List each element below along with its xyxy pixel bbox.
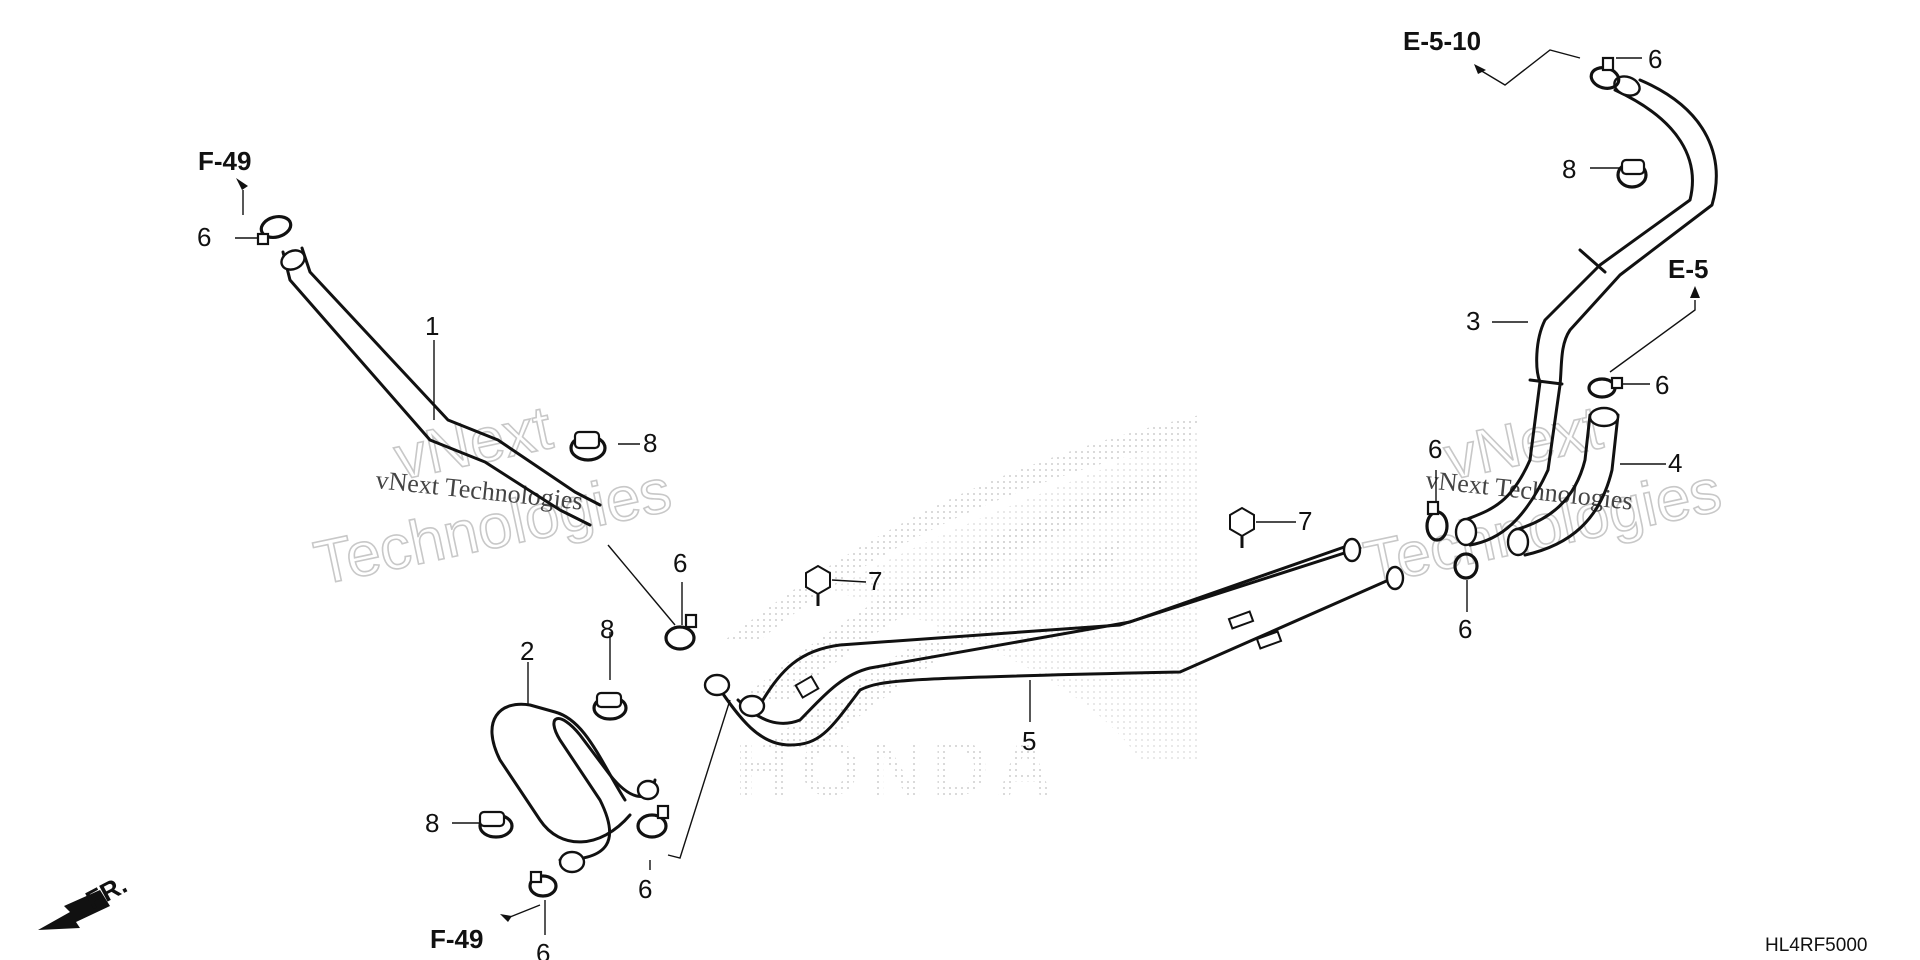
callout-2: 2 (520, 636, 534, 666)
callout-6-a: 6 (197, 222, 211, 252)
honda-wing-logo (725, 415, 1200, 760)
callout-6-c: 6 (638, 874, 652, 904)
ref-e5: E-5 (1668, 254, 1708, 298)
callout-7-b: 7 (1298, 506, 1312, 536)
callout-6-h: 6 (1458, 614, 1472, 644)
callout-8-b: 8 (600, 614, 614, 644)
callout-6-g: 6 (1428, 434, 1442, 464)
hose-part-3 (1454, 75, 1718, 547)
pipe-part-5 (703, 537, 1405, 747)
callout-8-c: 8 (425, 808, 439, 838)
callout-1: 1 (425, 311, 439, 341)
ref-f49-top: F-49 (198, 146, 251, 190)
callout-3: 3 (1466, 306, 1480, 336)
bolts-part-7 (805, 506, 1255, 606)
callout-7-a: 7 (868, 566, 882, 596)
hose-part-1 (280, 246, 602, 527)
callout-4: 4 (1668, 448, 1682, 478)
callout-6-d: 6 (536, 938, 550, 960)
ref-e5-10-label: E-5-10 (1403, 26, 1481, 56)
hose-part-4 (1506, 406, 1620, 557)
callout-8-d: 8 (1562, 154, 1576, 184)
callout-5: 5 (1022, 726, 1036, 756)
honda-brand-text: HONDA (735, 724, 1061, 812)
callout-8-a: 8 (643, 428, 657, 458)
ref-f49-bottom: F-49 (430, 914, 512, 954)
leader-lines (235, 49, 1696, 935)
callout-6-f: 6 (1655, 370, 1669, 400)
ref-f49-bottom-label: F-49 (430, 924, 483, 954)
ref-f49-top-label: F-49 (198, 146, 251, 176)
callout-6-b: 6 (673, 548, 687, 578)
diagram-code: HL4RF5000 (1765, 935, 1867, 956)
ref-e5-10: E-5-10 (1403, 26, 1486, 74)
front-direction-arrow: FR. (38, 869, 132, 930)
callout-6-e: 6 (1648, 44, 1662, 74)
hose-part-2 (490, 702, 660, 874)
hose-clamps (256, 56, 1648, 898)
ref-e5-label: E-5 (1668, 254, 1708, 284)
